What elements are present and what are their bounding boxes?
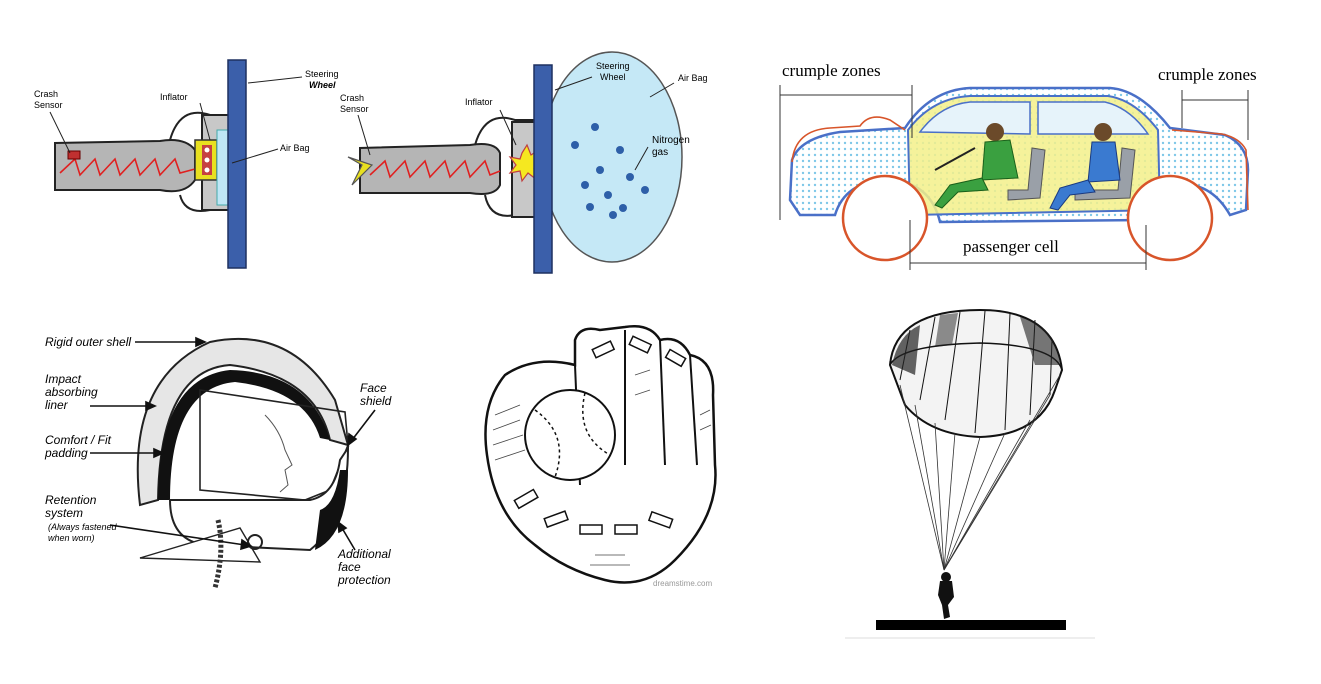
crumple-zones-front-label: crumple zones	[782, 61, 881, 80]
passenger-figure	[1049, 123, 1121, 211]
baseball	[524, 389, 616, 481]
arrow	[351, 409, 376, 441]
label-line: Sensor	[340, 104, 369, 114]
crash-sensor-block	[67, 150, 81, 160]
ball-stitching	[534, 409, 561, 478]
crumple-zones-rear-label: crumple zones	[1158, 65, 1257, 84]
car-crumple-zones-diagram: crumple zones crumple zones passenger ce…	[779, 61, 1257, 270]
arrowhead	[337, 520, 348, 534]
additional-label-3: protection	[337, 573, 391, 587]
window	[1037, 101, 1150, 135]
parachute-illustration	[845, 308, 1095, 639]
helmet-shell	[136, 337, 350, 507]
window	[918, 101, 1031, 135]
label-line: Sensor	[34, 100, 63, 110]
leader-line	[199, 102, 211, 141]
steering-label-2: Wheel	[600, 72, 626, 82]
retention-strap	[212, 519, 224, 589]
steering-label-2: Wheel	[309, 80, 336, 90]
leader-line	[499, 109, 517, 146]
arrowhead	[145, 400, 157, 412]
leader-line	[554, 76, 593, 91]
crash-sensor-label: Crash Sensor	[340, 93, 369, 114]
canopy-shadow	[892, 313, 1060, 375]
additional-label-2: face	[338, 560, 361, 574]
steering-wheel-bar	[227, 59, 247, 269]
impact-liner-label-2: absorbing	[45, 385, 98, 399]
finger-seam	[659, 339, 666, 466]
sensor-wire	[369, 159, 501, 179]
helmet-diagram: Rigid outer shell Impact absorbing liner…	[44, 335, 392, 589]
crash-sensor-triggered	[347, 156, 374, 186]
comfort-label-2: padding	[44, 446, 88, 460]
charge-dot	[204, 167, 210, 173]
head-outline	[264, 414, 293, 493]
arrowhead	[195, 336, 207, 348]
finger-seam	[689, 354, 698, 466]
sensor-wire	[59, 157, 196, 177]
ball-stitching	[582, 392, 611, 456]
front-crumple-outline	[791, 116, 906, 163]
air-bag-label: Air Bag	[280, 143, 310, 153]
retention-label-2: system	[45, 506, 83, 520]
arrowhead	[240, 538, 253, 551]
leader-line	[247, 76, 303, 84]
folded-airbag	[216, 129, 230, 206]
steering-label-1: Steering	[596, 61, 630, 71]
retention-label-3: (Always fastened	[48, 522, 118, 532]
crash-sensor-label: Crash Sensor	[34, 89, 63, 110]
rear-wheel	[1126, 174, 1214, 262]
airbag-after-diagram: Crash Sensor Inflator Steering Wheel Air…	[340, 51, 708, 274]
rigid-shell-label: Rigid outer shell	[45, 335, 131, 349]
strap-buckle	[247, 534, 263, 550]
driver-figure	[934, 123, 1019, 209]
front-wheel	[841, 174, 929, 262]
glove-shading	[492, 369, 712, 566]
rear-crumple-outline	[1171, 129, 1249, 211]
suspension-lines	[899, 374, 1061, 571]
steering-label-1: Steering	[305, 69, 339, 79]
glove-lacing	[513, 335, 687, 535]
ground-bar	[876, 620, 1066, 630]
passenger-cell-label: passenger cell	[963, 237, 1059, 256]
impact-liner-label-3: liner	[45, 398, 69, 412]
leader-line	[649, 82, 675, 98]
watermark-text: dreamstime.com	[653, 579, 712, 588]
comfort-label-1: Comfort / Fit	[45, 433, 112, 447]
nitrogen-particles	[571, 123, 649, 219]
face-shield-label-2: shield	[360, 394, 392, 408]
baseball-glove-illustration: dreamstime.com	[484, 325, 717, 588]
sensor-housing	[54, 139, 196, 193]
leader-line	[634, 146, 649, 171]
retention-label-4: when worn)	[48, 533, 95, 543]
airbag-before-diagram: Crash Sensor Inflator Steering Wheel Air…	[34, 59, 339, 269]
leader-line	[357, 114, 371, 156]
chin-padding	[315, 470, 348, 550]
arrow	[109, 524, 246, 546]
inflator-label: Inflator	[465, 97, 493, 107]
face-shield-label-1: Face	[360, 381, 387, 395]
arrowhead	[153, 447, 165, 459]
front-seat	[1007, 147, 1046, 201]
impact-liner-label-1: Impact	[45, 372, 82, 386]
steering-wheel-bar	[533, 64, 553, 274]
charge-dot	[204, 147, 210, 153]
arrowhead	[347, 432, 358, 447]
retention-label-1: Retention	[45, 493, 97, 507]
leader-line	[49, 111, 71, 154]
additional-label-1: Additional	[337, 547, 391, 561]
parachutist	[938, 572, 954, 619]
inflator-label: Inflator	[160, 92, 188, 102]
air-bag-label: Air Bag	[678, 73, 708, 83]
arrow	[341, 527, 356, 551]
leader-line	[231, 148, 279, 164]
sensor-housing	[359, 143, 501, 195]
charge-dot	[204, 157, 210, 163]
nitrogen-label-2: gas	[652, 147, 668, 158]
nitrogen-label-1: Nitrogen	[652, 135, 690, 146]
